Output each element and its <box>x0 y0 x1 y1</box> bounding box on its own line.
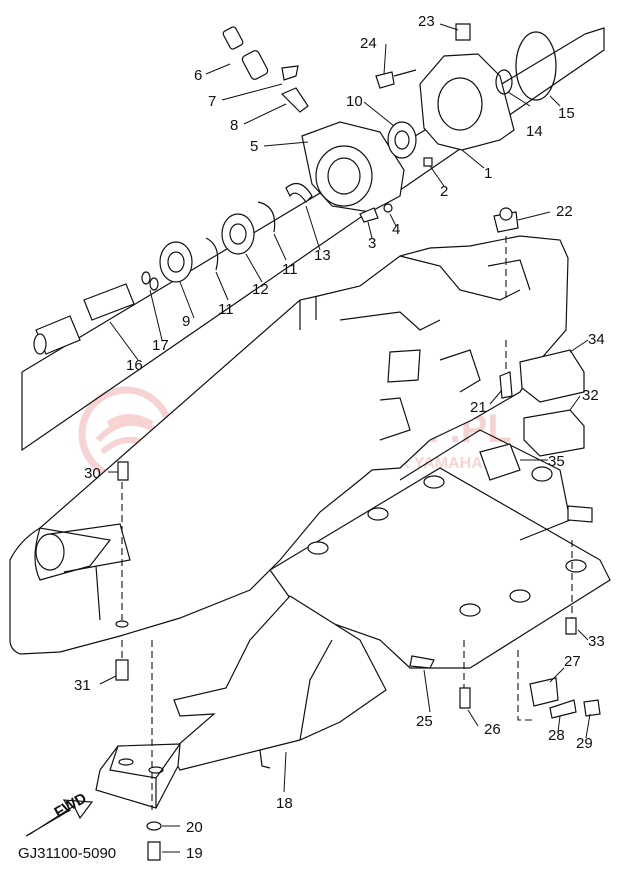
fwd-label: FWD <box>52 790 90 822</box>
callout-32: 32 <box>582 387 599 404</box>
callout-30: 30 <box>84 465 101 482</box>
callout-17: 17 <box>152 337 169 354</box>
callout-8: 8 <box>230 117 238 134</box>
callout-4: 4 <box>392 221 400 238</box>
callout-21: 21 <box>470 399 487 416</box>
callout-13: 13 <box>314 247 331 264</box>
callout-23: 23 <box>418 13 435 30</box>
callout-22: 22 <box>556 203 573 220</box>
callout-26: 26 <box>484 721 501 738</box>
drawing-code: GJ31100-5090 <box>18 845 116 862</box>
callout-11b: 11 <box>218 301 234 318</box>
callout-6: 6 <box>194 67 202 84</box>
callout-33: 33 <box>588 633 605 650</box>
callout-25: 25 <box>416 713 433 730</box>
base-block <box>95 743 181 809</box>
callout-35: 35 <box>548 453 565 470</box>
part-callouts: 23 24 6 7 10 8 5 14 15 1 2 4 3 22 13 11 … <box>74 13 605 862</box>
leader-lines <box>99 23 591 853</box>
callout-10: 10 <box>346 93 363 110</box>
callout-14: 14 <box>526 123 543 140</box>
callout-12: 12 <box>252 281 269 298</box>
upper-parts <box>33 23 601 861</box>
callout-28: 28 <box>548 727 565 744</box>
callout-11a: 11 <box>282 261 298 278</box>
callout-19: 19 <box>186 845 203 862</box>
callout-18: 18 <box>276 795 293 812</box>
callout-3: 3 <box>368 235 376 252</box>
callout-27: 27 <box>564 653 581 670</box>
callout-7: 7 <box>208 93 216 110</box>
hull-casting <box>9 235 569 655</box>
callout-15: 15 <box>558 105 575 122</box>
assembly-lines <box>121 236 573 810</box>
callout-20: 20 <box>186 819 203 836</box>
callout-24: 24 <box>360 35 377 52</box>
callout-9: 9 <box>182 313 190 330</box>
callout-1: 1 <box>484 165 492 182</box>
callout-5: 5 <box>250 138 258 155</box>
callout-2: 2 <box>440 183 448 200</box>
callout-31: 31 <box>74 677 91 694</box>
callout-34: 34 <box>588 331 605 348</box>
callout-29: 29 <box>576 735 593 752</box>
callout-16: 16 <box>126 357 143 374</box>
fwd-arrow-icon: FWD <box>25 790 94 837</box>
